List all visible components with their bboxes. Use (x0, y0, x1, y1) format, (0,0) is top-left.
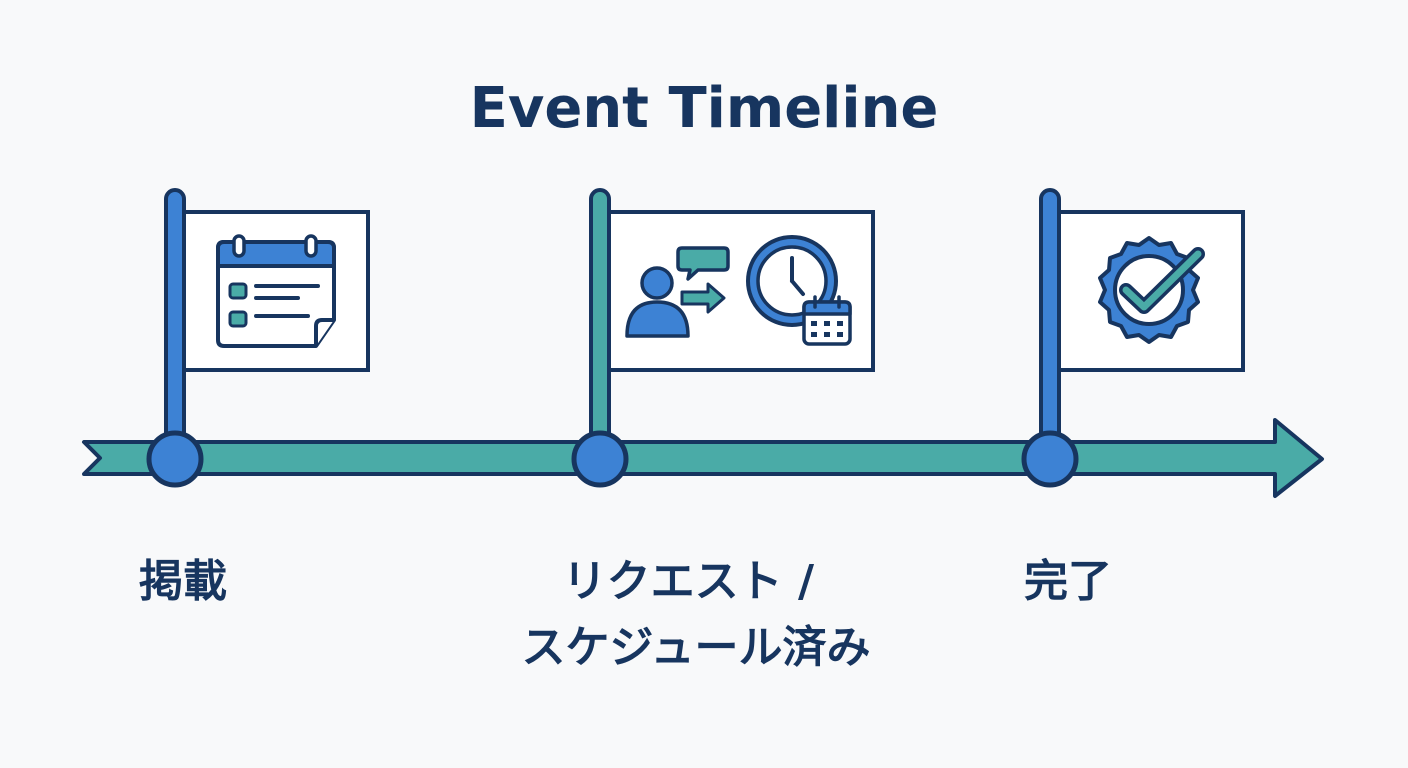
milestone-posted: 掲載 (139, 188, 370, 607)
milestone-completed: 完了 (1021, 188, 1245, 607)
timeline-axis (82, 418, 1324, 498)
milestone-requested-scheduled: リクエスト / スケジュール済み (522, 188, 875, 673)
calendar-checklist-icon (216, 234, 336, 348)
milestone-requested-pole (589, 188, 611, 464)
milestone-posted-pole (164, 188, 186, 464)
check-badge-icon (1098, 236, 1205, 344)
milestone-completed-label: 完了 (1024, 556, 1112, 607)
person-request-clock-calendar-icon (625, 235, 852, 346)
milestone-posted-label: 掲載 (139, 556, 227, 607)
milestone-requested-label: リクエスト / スケジュール済み (522, 556, 871, 673)
milestone-completed-node (1021, 430, 1079, 488)
milestone-posted-node (146, 430, 204, 488)
milestone-requested-node (571, 430, 629, 488)
milestone-completed-pole (1039, 188, 1061, 464)
timeline-arrow (82, 418, 1324, 498)
diagram-title: Event Timeline (470, 76, 939, 141)
